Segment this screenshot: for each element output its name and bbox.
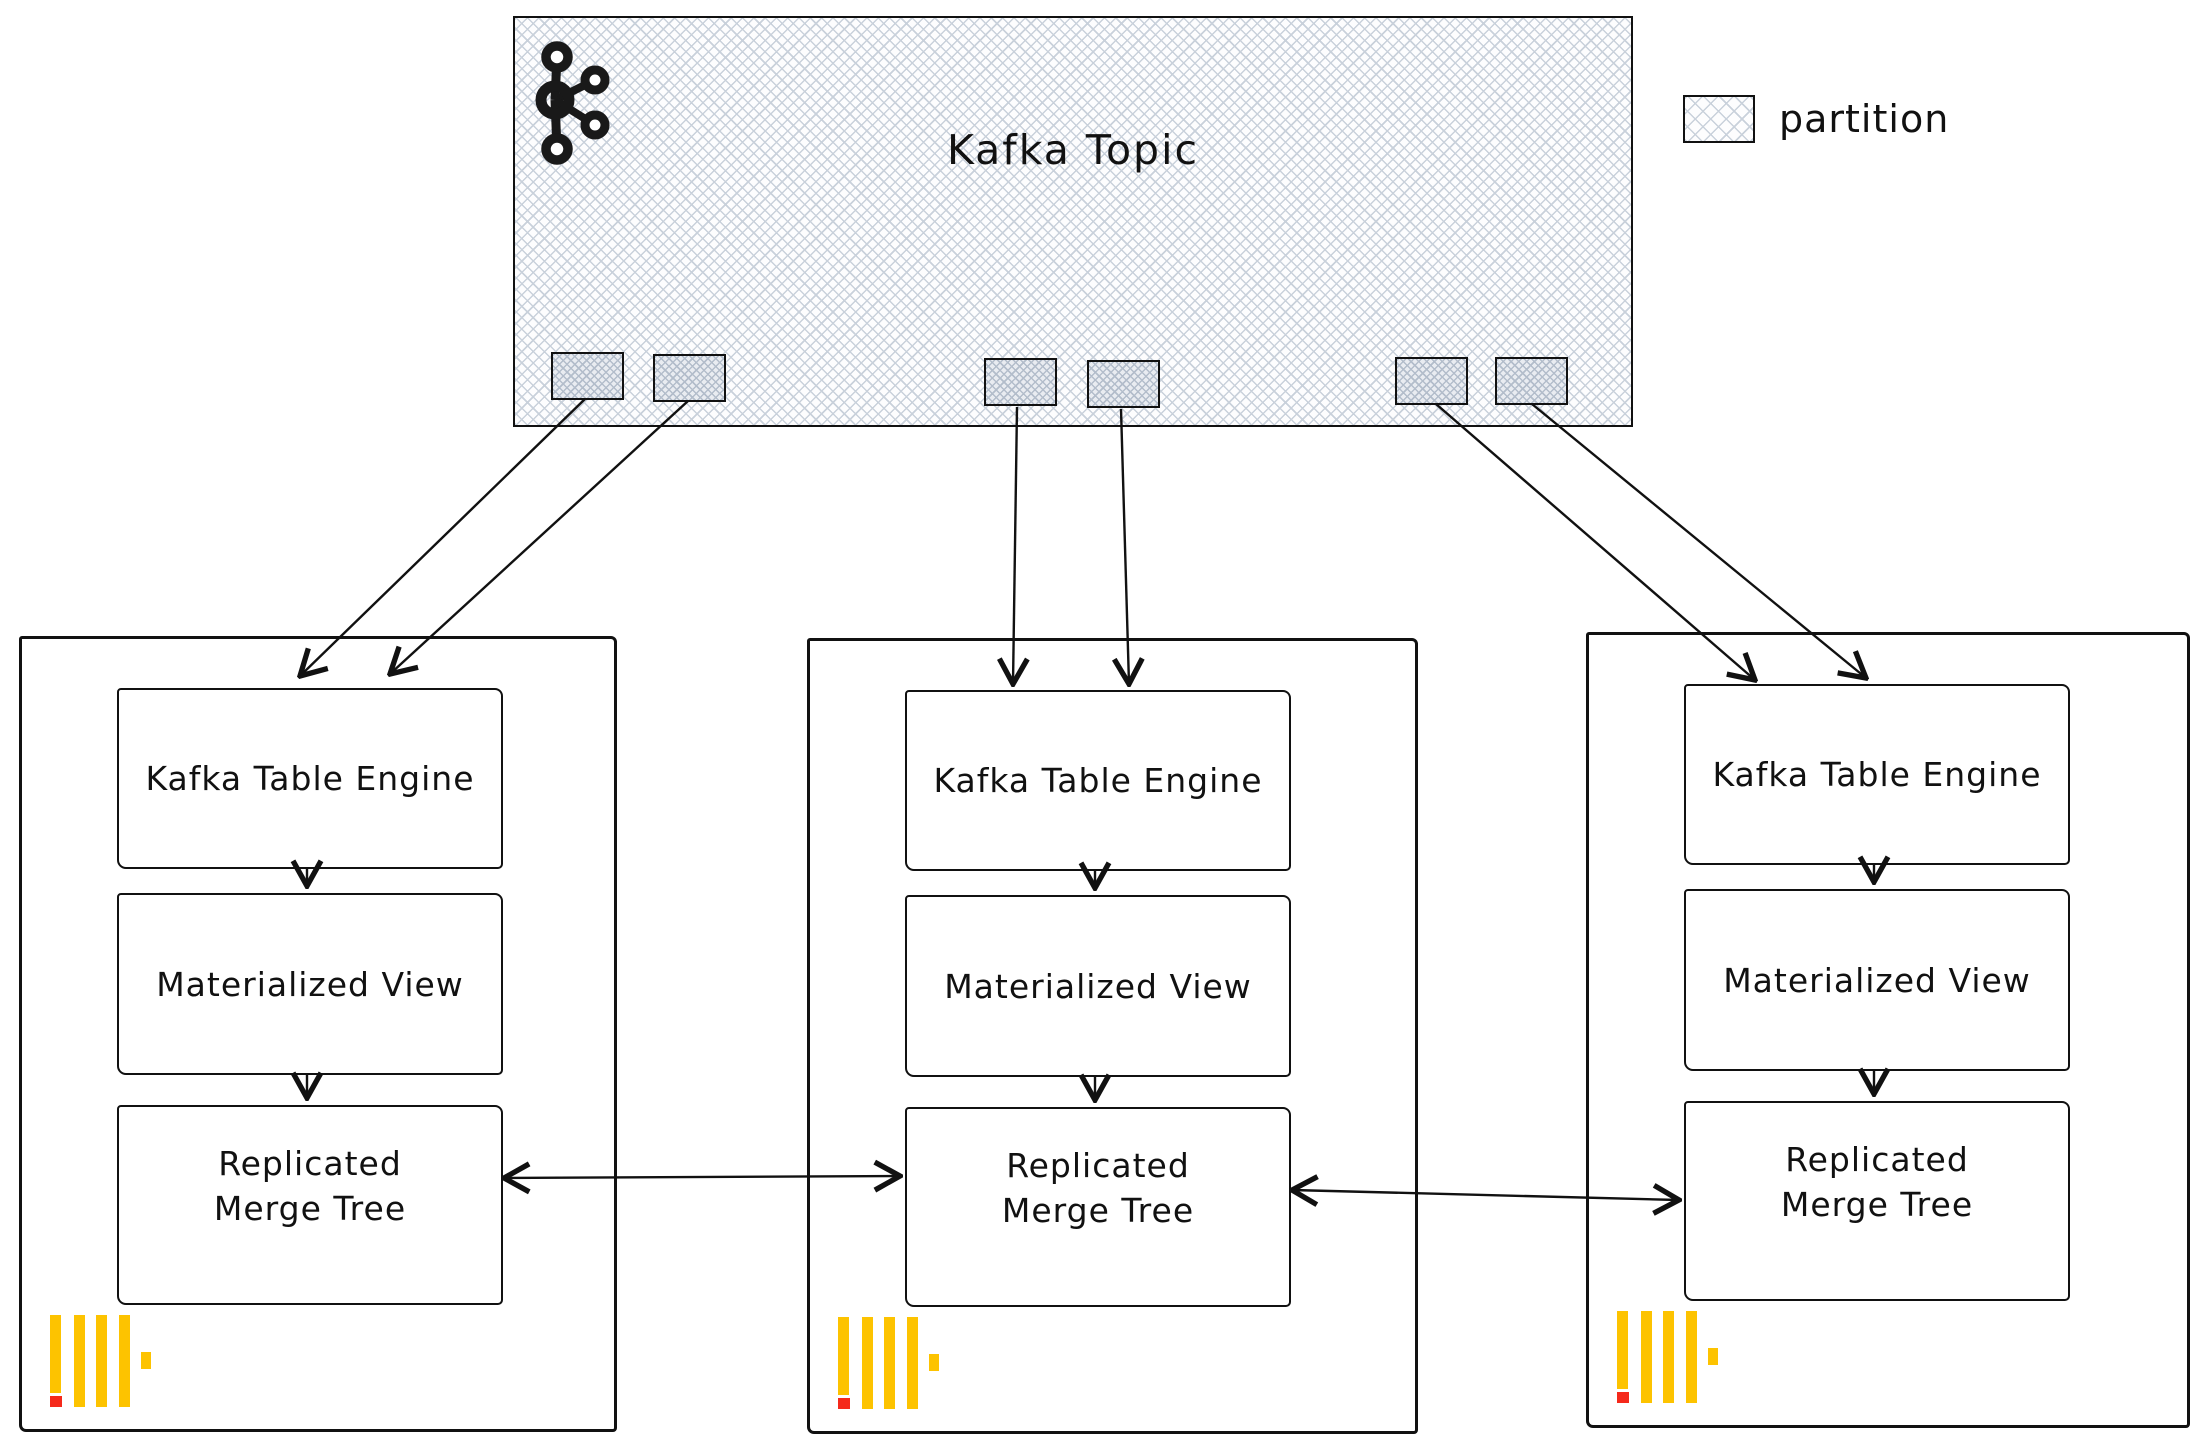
partition-1 (551, 352, 624, 400)
legend-label: partition (1779, 97, 1950, 141)
materialized-view-label: Materialized View (156, 964, 464, 1004)
kafka-table-engine-box: Kafka Table Engine (1684, 684, 2070, 865)
replicated-merge-tree-label-line1: Replicated (1785, 1140, 1969, 1180)
clickhouse-node-2: Kafka Table Engine Materialized View Rep… (807, 638, 1418, 1434)
kafka-table-engine-box: Kafka Table Engine (905, 690, 1291, 871)
kafka-topic-box: Kafka Topic (513, 16, 1633, 427)
clickhouse-node-1: Kafka Table Engine Materialized View Rep… (19, 636, 617, 1432)
materialized-view-box: Materialized View (117, 893, 503, 1075)
clickhouse-logo-icon (50, 1315, 151, 1407)
replicated-merge-tree-label-line2: Merge Tree (213, 1189, 407, 1228)
partition-swatch-icon (1683, 95, 1755, 143)
replicated-merge-tree-label-line1: Replicated (218, 1144, 402, 1184)
legend: partition (1683, 95, 1949, 143)
kafka-topic-title: Kafka Topic (946, 126, 1200, 174)
arrow-partition1-to-node1 (300, 398, 586, 676)
kafka-table-engine-box: Kafka Table Engine (117, 688, 503, 869)
kafka-table-engine-label: Kafka Table Engine (1712, 755, 2042, 794)
arrow-partition2-to-node1 (390, 400, 689, 674)
clickhouse-node-3: Kafka Table Engine Materialized View Rep… (1586, 632, 2190, 1428)
partition-6 (1495, 357, 1568, 405)
replicated-merge-tree-label-line2: Merge Tree (1780, 1185, 1974, 1224)
replicated-merge-tree-box: Replicated Merge Tree (905, 1107, 1291, 1307)
materialized-view-label: Materialized View (944, 966, 1252, 1006)
partition-3 (984, 358, 1057, 406)
clickhouse-logo-icon (838, 1317, 939, 1409)
kafka-table-engine-label: Kafka Table Engine (145, 759, 475, 798)
partition-5 (1395, 357, 1468, 405)
replicated-merge-tree-box: Replicated Merge Tree (1684, 1101, 2070, 1301)
materialized-view-box: Materialized View (905, 895, 1291, 1077)
replicated-merge-tree-label-line2: Merge Tree (1001, 1191, 1195, 1230)
replicated-merge-tree-box: Replicated Merge Tree (117, 1105, 503, 1305)
kafka-table-engine-label: Kafka Table Engine (933, 761, 1263, 800)
materialized-view-box: Materialized View (1684, 889, 2070, 1071)
materialized-view-label: Materialized View (1723, 960, 2031, 1000)
kafka-logo-icon (535, 41, 610, 165)
partition-4 (1087, 360, 1160, 408)
clickhouse-logo-icon (1617, 1311, 1718, 1403)
partition-2 (653, 354, 726, 402)
replicated-merge-tree-label-line1: Replicated (1006, 1146, 1190, 1186)
